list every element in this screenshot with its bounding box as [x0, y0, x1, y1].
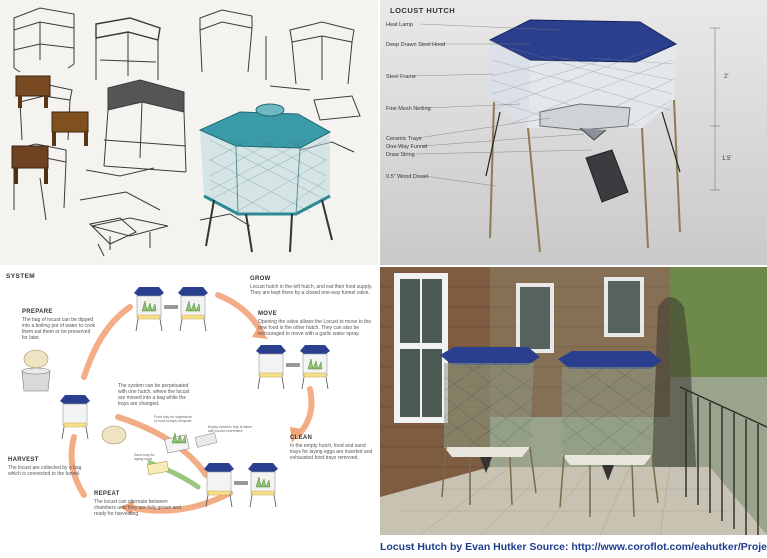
label-wood-dowel: 0.5" Wood Dowel: [386, 174, 429, 180]
label-ceramic-trays: Ceramic Trays: [386, 136, 422, 142]
balcony-photo-illustration: [380, 267, 767, 535]
food-tray-note: Food tray for vegetation or food scraps …: [154, 415, 192, 424]
in-situ-photo-panel: [380, 267, 767, 535]
harvest-body: The locust are collected by a bag which …: [8, 465, 82, 477]
label-draw-string: Draw String: [386, 152, 415, 158]
system-cycle-illustration: [21, 286, 331, 515]
grow-body: Locust hutch in the left hutch, and eat …: [250, 284, 373, 296]
sand-tray-note: Sand tray for laying eggs: [134, 453, 155, 462]
concept-sketches-illustration: [11, 7, 361, 257]
grow-heading: GROW: [250, 276, 271, 282]
concept-sketches-panel: [0, 0, 378, 265]
harvest-heading: HARVEST: [8, 457, 39, 463]
perpetuate-note: The system can be perpetuated with one h…: [118, 383, 190, 407]
prepare-heading: PREPARE: [22, 309, 53, 315]
exploded-render-panel: LOCUST HUTCH Heat Lamp Deep Drawn Steel …: [380, 0, 767, 265]
render-title: LOCUST HUTCH: [390, 6, 456, 15]
repeat-body: The locust can alternate between chamber…: [94, 499, 181, 517]
prepare-body: The bag of locust can be dipped into a b…: [22, 317, 96, 341]
label-mesh-netting: Fine Mesh Netting: [386, 106, 431, 112]
image-caption: Locust Hutch by Evan Hutker Source: http…: [380, 541, 767, 553]
locust-hutch-render: [411, 19, 720, 253]
label-one-way-funnel: One-Way Funnel: [386, 144, 428, 150]
label-steel-hood: Deep Drawn Steel Hood: [386, 42, 446, 48]
dimension-upper: 2': [724, 74, 729, 80]
dimension-lower: 1.5': [722, 156, 732, 162]
empty-tray-note: Empty ceramic tray is taken with locust …: [208, 425, 253, 434]
move-body: Opening the valve allows the Locust to m…: [258, 319, 372, 337]
clean-heading: CLEAN: [290, 435, 313, 441]
move-heading: MOVE: [258, 311, 277, 317]
system-diagram-panel: SYSTEM GROW Locust hutch in the left hut…: [0, 267, 378, 535]
label-steel-frame: Steel Frame: [386, 74, 416, 80]
system-title: SYSTEM: [6, 273, 36, 280]
repeat-heading: REPEAT: [94, 491, 120, 497]
clean-body: In the empty hutch, food and sand trays …: [290, 443, 373, 461]
label-heat-lamp: Heat Lamp: [386, 22, 413, 28]
